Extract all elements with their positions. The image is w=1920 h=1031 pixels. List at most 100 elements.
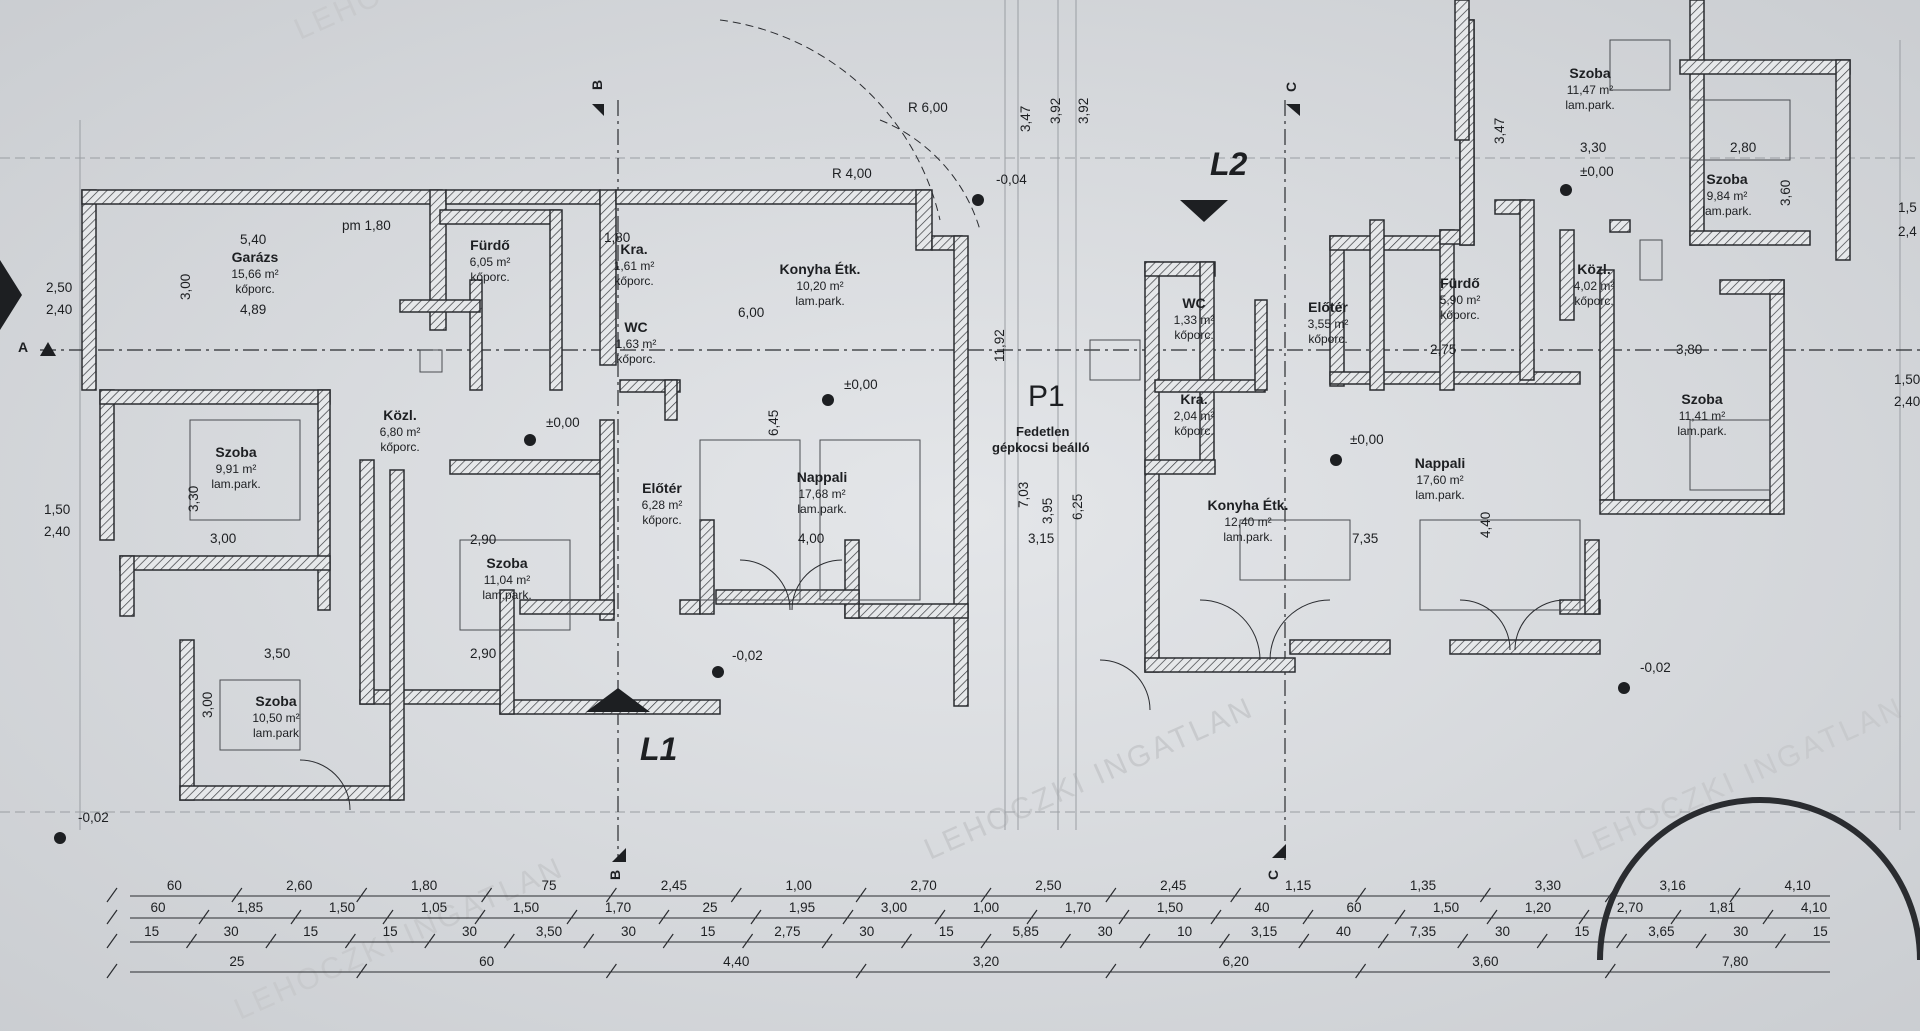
dimension-label: 1,50	[1157, 900, 1183, 915]
dimension-label: 3,20	[973, 954, 999, 969]
svg-text:WC: WC	[1182, 295, 1205, 311]
svg-text:3,47: 3,47	[1492, 118, 1507, 144]
svg-text:5,90 m²: 5,90 m²	[1440, 293, 1481, 307]
dimension-tick	[1479, 887, 1491, 903]
dimension-label: 4,40	[723, 954, 749, 969]
parking-line2: gépkocsi beálló	[992, 440, 1090, 455]
dimension-label: 10	[1177, 924, 1192, 939]
dimension-tick	[934, 909, 946, 925]
svg-text:7,03: 7,03	[1016, 482, 1031, 508]
svg-text:3,95: 3,95	[1040, 498, 1055, 524]
svg-text:Nappali: Nappali	[1415, 455, 1466, 471]
svg-text:2,80: 2,80	[1730, 140, 1756, 155]
svg-text:4,40: 4,40	[1478, 512, 1493, 538]
radius-label: R 4,00	[832, 166, 872, 181]
svg-text:4,00: 4,00	[798, 531, 824, 546]
level-symbol-icon	[1618, 682, 1630, 694]
dimension-tick	[1762, 909, 1774, 925]
dimension-tick	[356, 887, 368, 903]
dimension-tick	[662, 933, 674, 949]
svg-text:6,05 m²: 6,05 m²	[470, 255, 511, 269]
level-label: ±0,00	[1580, 164, 1614, 179]
dimension-label: 1,50	[1433, 900, 1459, 915]
dimension-label: 15	[939, 924, 954, 939]
dimension-tick	[186, 933, 197, 949]
dimension-label: 15	[144, 924, 159, 939]
dimension-label: 30	[1495, 924, 1510, 939]
dimension-label: 15	[1813, 924, 1828, 939]
dimension-tick	[481, 887, 493, 903]
dimension-label: 25	[702, 900, 717, 915]
dimension-tick	[1218, 933, 1230, 949]
svg-text:6,25: 6,25	[1070, 494, 1085, 520]
dimension-label: 40	[1254, 900, 1269, 915]
dimension-label: 15	[700, 924, 715, 939]
dimension-tick	[855, 887, 867, 903]
svg-text:9,91 m²: 9,91 m²	[216, 462, 257, 476]
svg-text:lam.park.: lam.park.	[795, 294, 844, 308]
level-label: ±0,00	[844, 377, 878, 392]
dimension-tick	[265, 933, 277, 949]
dimension-label: 3,16	[1660, 878, 1686, 893]
dimension-label: 1,50	[329, 900, 355, 915]
svg-text:1,63 m²: 1,63 m²	[616, 337, 657, 351]
dimension-tick	[290, 909, 302, 925]
svg-text:lam.park.: lam.park.	[1702, 204, 1751, 218]
svg-text:Szoba: Szoba	[1706, 171, 1747, 187]
section-mark-a: A	[18, 339, 28, 355]
dimension-tick	[356, 963, 368, 979]
radius-label: R 6,00	[908, 100, 948, 115]
svg-text:Garázs: Garázs	[232, 249, 279, 265]
svg-text:3,15: 3,15	[1028, 531, 1054, 546]
svg-text:lam.park.: lam.park.	[1415, 488, 1464, 502]
dimension-label: 4,10	[1801, 900, 1827, 915]
dimension-label: 30	[1733, 924, 1748, 939]
level-label: ±0,00	[546, 415, 580, 430]
svg-text:Előtér: Előtér	[642, 480, 682, 496]
dimension-tick	[855, 963, 867, 979]
section-mark-c-bottom: C	[1265, 870, 1281, 880]
svg-text:3,00: 3,00	[200, 692, 215, 718]
dimension-tick	[583, 933, 595, 949]
level-symbol-icon	[972, 194, 984, 206]
svg-text:5,40: 5,40	[240, 232, 266, 247]
svg-text:2,90: 2,90	[470, 646, 496, 661]
svg-text:11,47 m²: 11,47 m²	[1567, 83, 1613, 97]
dimension-tick	[980, 887, 992, 903]
svg-text:11,41 m²: 11,41 m²	[1679, 409, 1725, 423]
dimension-label: 60	[1346, 900, 1361, 915]
dimension-label: 3,15	[1251, 924, 1277, 939]
room-dimensions: 5,40 4,89 pm 1,80 1,80 6,00 4,00 3,00 2,…	[178, 98, 1793, 718]
dimension-tick	[1355, 963, 1367, 979]
svg-text:Előtér: Előtér	[1308, 299, 1348, 315]
svg-text:Szoba: Szoba	[1681, 391, 1722, 407]
dimension-label: 2,50	[1035, 878, 1061, 893]
dimension-tick	[1695, 933, 1707, 949]
svg-text:3,92: 3,92	[1048, 98, 1063, 124]
dimension-label: 5,85	[1013, 924, 1039, 939]
svg-text:Kra.: Kra.	[1180, 391, 1207, 407]
svg-text:kőporc.: kőporc.	[642, 513, 681, 527]
svg-text:10,20 m²: 10,20 m²	[796, 279, 843, 293]
dimension-label: 1,50	[513, 900, 539, 915]
svg-text:1,61 m²: 1,61 m²	[614, 259, 655, 273]
svg-text:kőporc.: kőporc.	[380, 440, 419, 454]
dimension-label: 2,75	[774, 924, 800, 939]
dimension-tick	[106, 963, 118, 979]
fixtures	[189, 39, 1791, 751]
svg-text:kőporc.: kőporc.	[1574, 294, 1613, 308]
dimension-label: 4,10	[1784, 878, 1810, 893]
svg-text:3,47: 3,47	[1018, 106, 1033, 132]
svg-text:3,30: 3,30	[186, 486, 201, 512]
svg-text:pm 1,80: pm 1,80	[342, 218, 391, 233]
